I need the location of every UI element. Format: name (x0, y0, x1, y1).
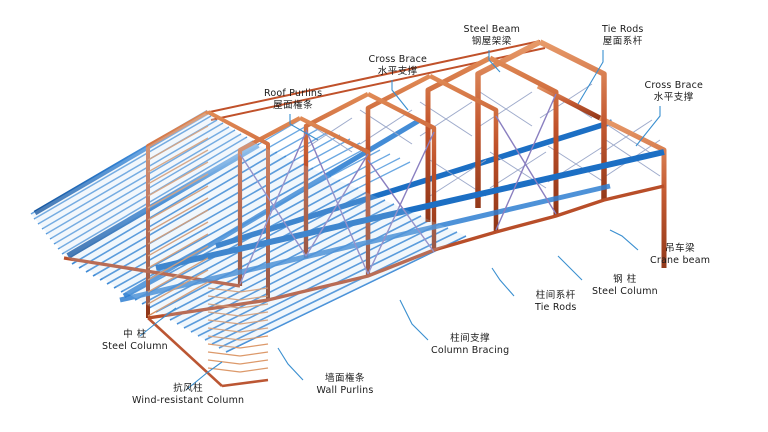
label-steel-beam-en: Steel Beam (463, 24, 521, 35)
label-cross-brace-left: Cross Brace 水平支撑 (369, 54, 428, 78)
label-tie-rods-column-cn: 柱间系杆 (535, 290, 576, 301)
leader-wind-column (185, 361, 223, 391)
label-cross-brace-left-en: Cross Brace (368, 54, 428, 65)
label-roof-purlins: Roof Purlins 屋面権条 (264, 88, 322, 112)
label-cross-brace-left-cn: 水平支撑 (377, 65, 418, 77)
leader-steel-column-r (557, 255, 583, 281)
leader-wall-purlins (277, 347, 304, 381)
label-steel-column-left-cn: 中 柱 (123, 329, 147, 340)
portal-frame (475, 39, 607, 208)
leader-cross-brace-left (391, 80, 409, 111)
label-steel-column-left-en: Steel Column (102, 340, 168, 352)
label-tie-rods-roof: Tie Rods 屋面系杆 (602, 24, 644, 48)
building-model (0, 39, 667, 388)
label-crane-beam-en: Crane beam (650, 254, 711, 266)
leader-crane-beam (609, 229, 639, 251)
label-steel-column-left: 中 柱 Steel Column (102, 329, 168, 353)
leader-steel-beam (488, 50, 501, 73)
leader-column-bracing (399, 299, 429, 341)
leader-cross-brace-right (635, 106, 661, 147)
label-crane-beam: 吊车梁 Crane beam (650, 243, 710, 267)
label-cross-brace-right-en: Cross Brace (644, 80, 704, 91)
leader-tie-rods-col (491, 267, 515, 297)
wind-resistant-columns (0, 230, 224, 388)
leader-lines (139, 50, 661, 391)
label-wall-purlins-en: Wall Purlins (316, 384, 374, 396)
roof-panel-far (31, 113, 258, 258)
label-cross-brace-right-cn: 水平支撑 (653, 91, 694, 103)
roof-panel-near (68, 145, 466, 352)
label-roof-purlins-en: Roof Purlins (264, 88, 323, 99)
tie-rods (450, 60, 646, 178)
column-bracing (239, 93, 557, 285)
internal-columns (194, 126, 568, 230)
leader-steel-column-l (139, 307, 177, 337)
base-rails (147, 317, 269, 388)
label-column-bracing-en: Column Bracing (431, 344, 510, 356)
portal-frame (303, 92, 437, 258)
label-wall-purlins-cn: 墙面権条 (325, 373, 366, 384)
label-wall-purlins: 墙面権条 Wall Purlins (317, 373, 374, 397)
leader-roof-purlins (289, 114, 319, 141)
label-roof-purlins-cn: 屋面権条 (273, 99, 314, 111)
label-tie-rods-roof-en: Tie Rods (602, 24, 644, 35)
gable-posts (146, 112, 242, 320)
label-tie-rods-roof-cn: 屋面系杆 (602, 35, 643, 47)
label-wind-resistant-column-cn: 抗风柱 (173, 383, 204, 394)
label-crane-beam-cn: 吊车梁 (665, 243, 696, 254)
label-cross-brace-right: Cross Brace 水平支撑 (645, 80, 704, 104)
label-tie-rods-column-en: Tie Rods (535, 301, 577, 313)
label-steel-beam-cn: 钢屋架梁 (471, 35, 512, 47)
label-wind-resistant-column-en: Wind-resistant Column (132, 394, 245, 406)
label-steel-column-right-en: Steel Column (592, 285, 658, 297)
label-column-bracing: 柱间支撑 Column Bracing (431, 333, 509, 357)
label-column-bracing-cn: 柱间支撑 (450, 333, 491, 344)
leader-tie-rods-roof (577, 50, 604, 105)
label-steel-beam: Steel Beam 钢屋架梁 (464, 24, 521, 48)
wall-purlins-side (207, 287, 269, 373)
label-wind-resistant-column: 抗风柱 Wind-resistant Column (132, 383, 244, 407)
label-steel-column-right-cn: 钢 柱 (613, 274, 637, 285)
label-steel-column-right: 钢 柱 Steel Column (592, 274, 658, 298)
label-tie-rods-column: 柱间系杆 Tie Rods (535, 290, 577, 314)
